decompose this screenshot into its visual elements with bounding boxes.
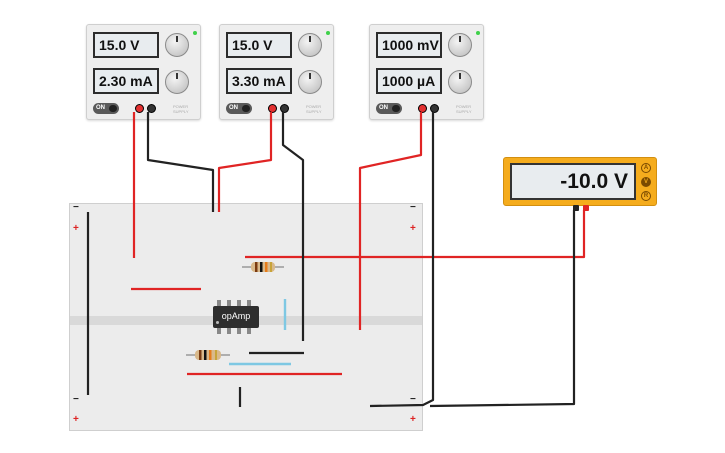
negative-terminal[interactable] — [280, 104, 289, 113]
rail-plus-sign: + — [410, 223, 416, 234]
current-display: 2.30 mA — [93, 68, 159, 94]
rail-minus-sign: − — [73, 394, 79, 405]
positive-terminal[interactable] — [268, 104, 277, 113]
current-display: 1000 µA — [376, 68, 442, 94]
power-led-icon — [476, 31, 480, 35]
positive-terminal[interactable] — [418, 104, 427, 113]
voltage-display: 1000 mV — [376, 32, 442, 58]
mode-ohmmeter-button[interactable]: R — [641, 191, 651, 201]
opamp-label: opAmp — [221, 311, 251, 321]
rail-plus-sign: + — [73, 223, 79, 234]
voltage-display: 15.0 V — [226, 32, 292, 58]
voltage-knob[interactable] — [448, 33, 472, 57]
power-supply-2[interactable]: 15.0 V 3.30 mA ON POWER SUPPLY — [219, 24, 334, 120]
power-led-icon — [326, 31, 330, 35]
current-knob[interactable] — [298, 70, 322, 94]
rail-minus-sign: − — [410, 202, 416, 213]
rail-minus-sign: − — [73, 202, 79, 213]
voltage-knob[interactable] — [165, 33, 189, 57]
negative-terminal[interactable] — [430, 104, 439, 113]
multimeter-v-terminal[interactable] — [583, 205, 589, 211]
power-led-icon — [193, 31, 197, 35]
voltage-display: 15.0 V — [93, 32, 159, 58]
on-label: ON — [379, 105, 388, 111]
on-switch[interactable]: ON — [93, 103, 119, 114]
on-label: ON — [229, 105, 238, 111]
rail-plus-sign: + — [410, 414, 416, 425]
brand-label: POWER SUPPLY — [306, 104, 322, 114]
pin1-marker — [216, 321, 219, 324]
power-supply-1[interactable]: 15.0 V 2.30 mA ON POWER SUPPLY — [86, 24, 201, 120]
multimeter-display: -10.0 V — [510, 163, 636, 200]
current-display: 3.30 mA — [226, 68, 292, 94]
rail-minus-sign: − — [410, 394, 416, 405]
multimeter[interactable]: -10.0 V A V R — [503, 157, 657, 211]
multimeter-com-terminal[interactable] — [573, 205, 579, 211]
on-label: ON — [96, 105, 105, 111]
power-supply-3[interactable]: 1000 mV 1000 µA ON POWER SUPPLY — [369, 24, 484, 120]
on-switch[interactable]: ON — [226, 103, 252, 114]
brand-label: POWER SUPPLY — [456, 104, 472, 114]
positive-terminal[interactable] — [135, 104, 144, 113]
negative-terminal[interactable] — [147, 104, 156, 113]
voltage-knob[interactable] — [298, 33, 322, 57]
rail-plus-sign: + — [73, 414, 79, 425]
mode-ammeter-button[interactable]: A — [641, 163, 651, 173]
current-knob[interactable] — [165, 70, 189, 94]
opamp-chip[interactable]: opAmp — [213, 306, 259, 328]
on-switch[interactable]: ON — [376, 103, 402, 114]
mode-voltmeter-button[interactable]: V — [641, 177, 651, 187]
brand-label: POWER SUPPLY — [173, 104, 189, 114]
current-knob[interactable] — [448, 70, 472, 94]
